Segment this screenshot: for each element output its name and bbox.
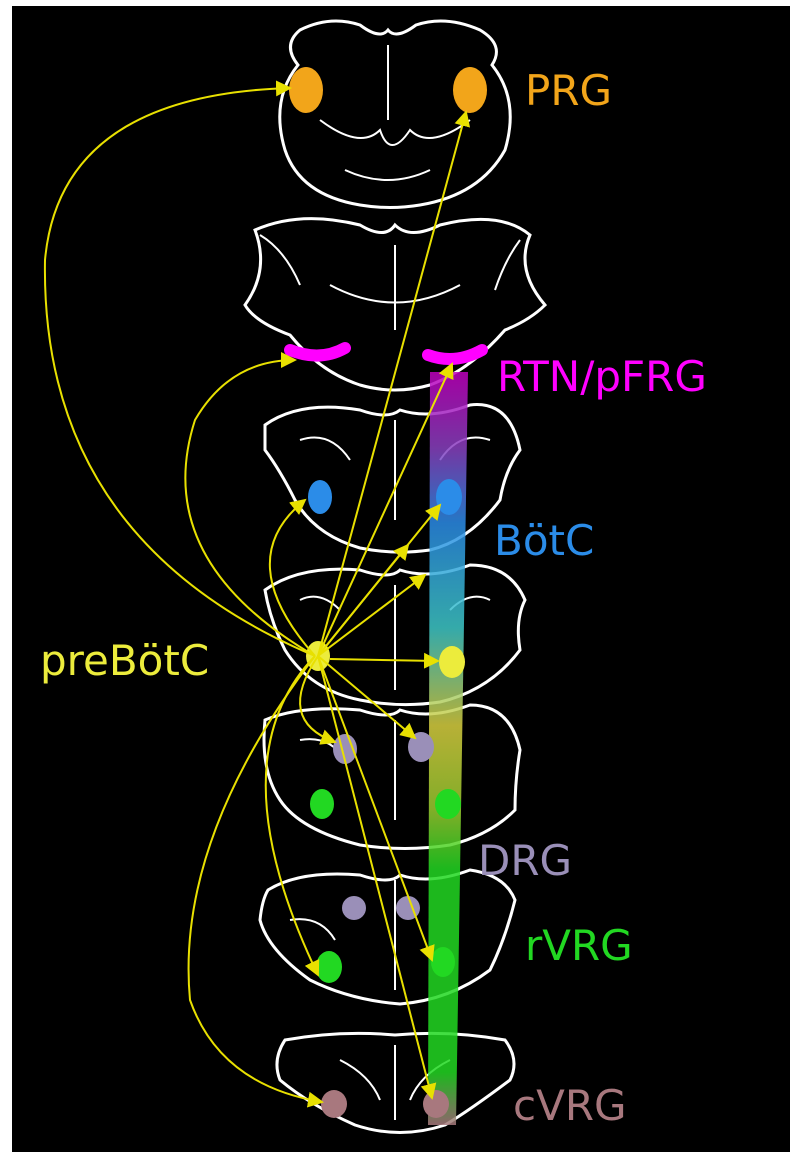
botc-right-nucleus: [436, 479, 462, 515]
label-cvrg: cVRG: [513, 1085, 627, 1127]
rvrg-right-nucleus: [431, 947, 455, 977]
rtn-pfrg-right: [428, 350, 482, 359]
vrg-left-nucleus: [310, 789, 334, 819]
rvrg-left-nucleus: [316, 951, 342, 983]
prebotc-right-nucleus: [439, 646, 465, 678]
label-rtn-pfrg: RTN/pFRG: [497, 356, 707, 398]
connection-to-vrg-left: [266, 656, 318, 975]
connection-spray-upper: [318, 575, 425, 656]
brainstem-section-6: [260, 870, 515, 1004]
vrg-right-nucleus: [435, 789, 461, 819]
label-prg: PRG: [525, 70, 612, 112]
cvrg-left-nucleus: [321, 1090, 347, 1118]
brainstem-section-pons: [280, 21, 510, 208]
label-drg: DRG: [478, 840, 572, 882]
label-rvrg: rVRG: [525, 925, 633, 967]
cvrg-right-nucleus: [423, 1090, 449, 1118]
connection-to-prg-left: [45, 88, 315, 656]
prg-right-nucleus: [453, 67, 487, 113]
connection-to-prebotc-right: [330, 659, 438, 661]
brainstem-section-medulla-caudal: [277, 1033, 514, 1132]
rtn-pfrg-left: [290, 348, 345, 356]
connection-to-cvrg-left: [189, 656, 322, 1102]
label-botc: BötC: [494, 520, 594, 562]
botc-left-nucleus: [308, 480, 332, 514]
prg-left-nucleus: [289, 67, 323, 113]
brainstem-section-3: [265, 405, 520, 553]
brainstem-section-5: [264, 705, 520, 849]
label-prebotc: preBötC: [40, 640, 209, 682]
drg-caudal-left-nucleus: [342, 896, 366, 920]
connections: [45, 88, 466, 1102]
